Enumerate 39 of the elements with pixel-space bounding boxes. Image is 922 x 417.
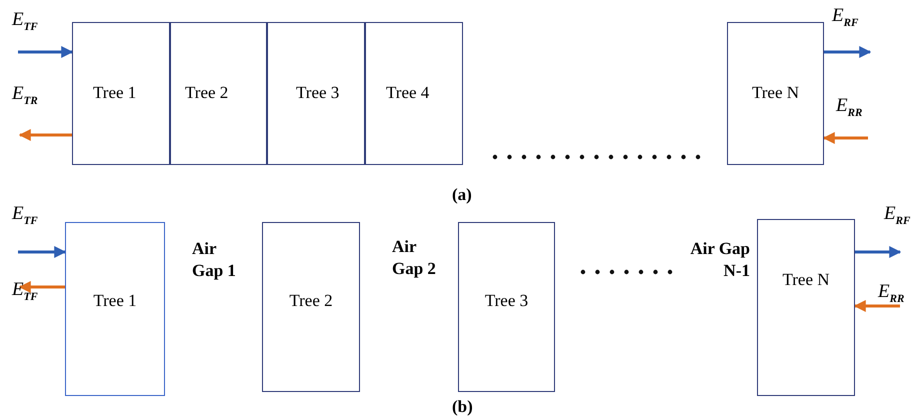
edge-label: E$_{TF}$ [12, 280, 38, 305]
tree-label: Tree 1 [93, 83, 136, 103]
arrow [18, 281, 65, 293]
tree-box [262, 222, 360, 392]
edge-label: E$_{TR}$ [12, 84, 38, 109]
gap-label: Air Gap N-1 [689, 238, 750, 282]
tree-label: Tree 1 [92, 291, 138, 311]
edge-label: E$_{RR}$ [836, 96, 862, 121]
arrow [18, 46, 74, 58]
tree-box [365, 22, 463, 165]
edge-label: E$_{RF}$ [884, 204, 910, 229]
tree-label: Tree 3 [296, 83, 340, 103]
tree-label: Tree N [781, 270, 831, 290]
tree-label: Tree 2 [288, 291, 334, 311]
edge-label: E$_{TF}$ [12, 10, 38, 35]
tree-label: Tree 2 [185, 83, 228, 103]
arrow [824, 46, 872, 58]
tree-box [727, 22, 824, 165]
arrow [18, 129, 72, 141]
tree-label: Tree 3 [484, 291, 530, 311]
tree-box [65, 222, 165, 396]
tree-box [170, 22, 267, 165]
edge-label: E$_{RF}$ [832, 6, 858, 31]
tree-box [72, 22, 170, 165]
tree-box [458, 222, 555, 392]
edge-label: E$_{TF}$ [12, 204, 38, 229]
gap-label: Air Gap 2 [392, 236, 437, 280]
gap-label: Air Gap 1 [192, 238, 237, 282]
edge-label: E$_{RR}$ [878, 282, 904, 307]
arrow [822, 132, 868, 144]
tree-label: Tree N [750, 83, 800, 103]
panel-caption: (b) [452, 396, 473, 417]
arrow [18, 246, 66, 258]
tree-box [757, 219, 855, 396]
arrow [855, 246, 902, 258]
panel-caption: (a) [452, 184, 472, 206]
tree-box [267, 22, 365, 165]
arrow [854, 300, 900, 312]
tree-label: Tree 4 [386, 83, 430, 103]
